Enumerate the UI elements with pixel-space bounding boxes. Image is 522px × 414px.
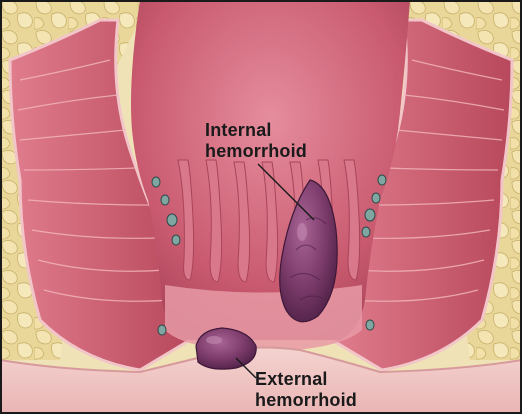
internal-label-line1: Internal <box>205 120 307 141</box>
internal-label-line2: hemorrhoid <box>205 141 307 162</box>
external-hemorrhoid-label: External hemorrhoid <box>255 369 357 411</box>
internal-hemorrhoid-label: Internal hemorrhoid <box>205 120 307 162</box>
anoderm <box>165 285 362 352</box>
external-label-line2: hemorrhoid <box>255 390 357 411</box>
external-label-line1: External <box>255 369 357 390</box>
